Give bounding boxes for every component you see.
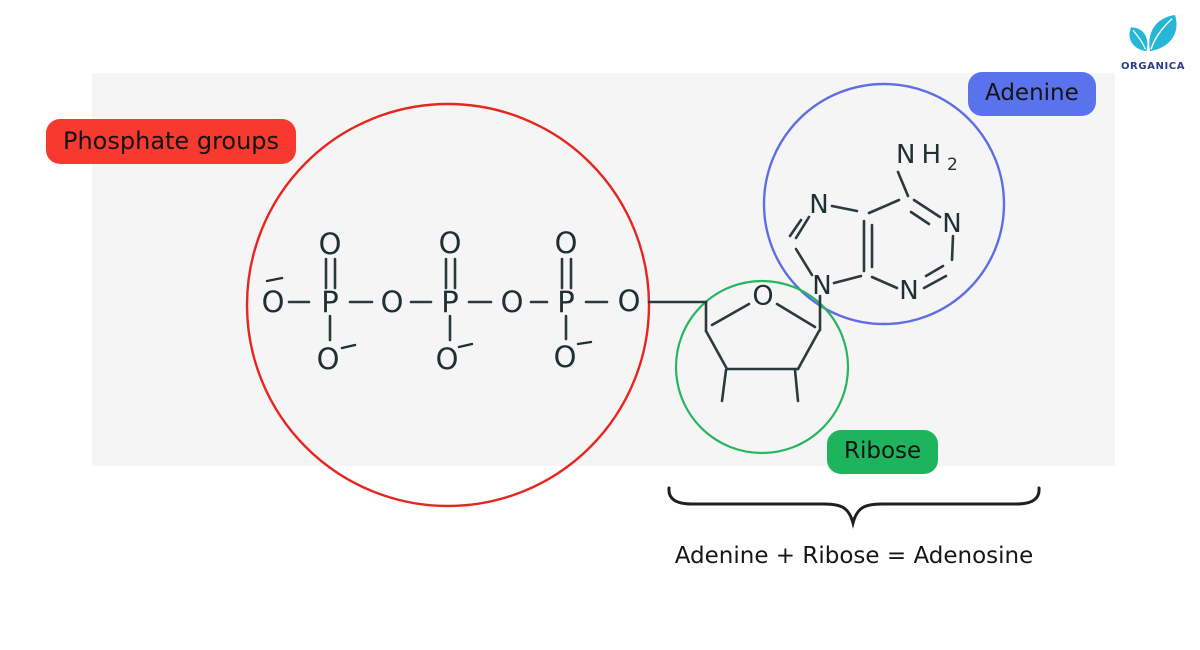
- phosphate-circle: [245, 102, 651, 508]
- adenine-circle: [762, 82, 1006, 326]
- bond: [704, 329, 729, 371]
- atom-label-n: N: [809, 190, 828, 220]
- atom-label-o: O: [319, 227, 342, 261]
- bond: [950, 234, 955, 262]
- atom-label-p: P: [557, 285, 575, 319]
- bond: [794, 215, 811, 240]
- atom-label-p: P: [321, 285, 339, 319]
- bond: [710, 302, 751, 327]
- bond: [912, 198, 942, 219]
- leaf-icon: [1129, 14, 1177, 52]
- charge-minus: [265, 276, 284, 283]
- bond: [909, 210, 931, 226]
- logo-brand-text: ORGANICA: [1120, 61, 1186, 72]
- atom-label-o: O: [618, 284, 641, 318]
- adenine-label: Adenine: [968, 72, 1096, 116]
- bond: [720, 368, 728, 403]
- adenosine-caption: Adenine + Ribose = Adenosine: [674, 543, 1034, 569]
- bond: [867, 198, 901, 215]
- charge-minus: [457, 342, 474, 349]
- atom-label-n: N: [899, 276, 918, 306]
- ribose-label: Ribose: [827, 430, 939, 474]
- phosphate-groups-label-text: Phosphate groups: [63, 127, 280, 155]
- bond: [924, 264, 945, 278]
- bond: [775, 302, 817, 329]
- organica-logo: ORGANICA: [1118, 14, 1188, 72]
- atom-label-o: O: [555, 226, 578, 260]
- atom-label-o: O: [554, 340, 577, 374]
- charge-minus: [340, 343, 357, 350]
- bond: [830, 204, 859, 213]
- phosphate-groups-label: Phosphate groups: [46, 119, 297, 165]
- atom-label-p: P: [441, 285, 459, 319]
- adenosine-brace: [667, 486, 1041, 529]
- bond: [832, 274, 863, 285]
- atom-label-o: O: [317, 342, 340, 376]
- atom-label-n: N: [942, 209, 961, 239]
- atom-label-o: O: [439, 226, 462, 260]
- atom-label-o: O: [752, 281, 773, 312]
- ribose-label-text: Ribose: [844, 438, 922, 464]
- charge-minus: [576, 340, 593, 346]
- atom-label-n: N: [812, 271, 831, 301]
- atom-label-o: O: [262, 285, 285, 319]
- ribose-circle: [674, 279, 850, 455]
- atom-label-o: O: [501, 285, 524, 319]
- atom-label-o: O: [436, 342, 459, 376]
- adenine-label-text: Adenine: [985, 80, 1079, 106]
- bond: [788, 218, 803, 238]
- bond: [896, 170, 910, 198]
- atom-label-o: O: [381, 285, 404, 319]
- bond: [793, 368, 800, 403]
- atom-label-nh: NH2: [896, 140, 958, 175]
- bond: [794, 247, 814, 277]
- bond: [922, 274, 948, 290]
- bond: [870, 275, 899, 290]
- bond: [796, 329, 821, 371]
